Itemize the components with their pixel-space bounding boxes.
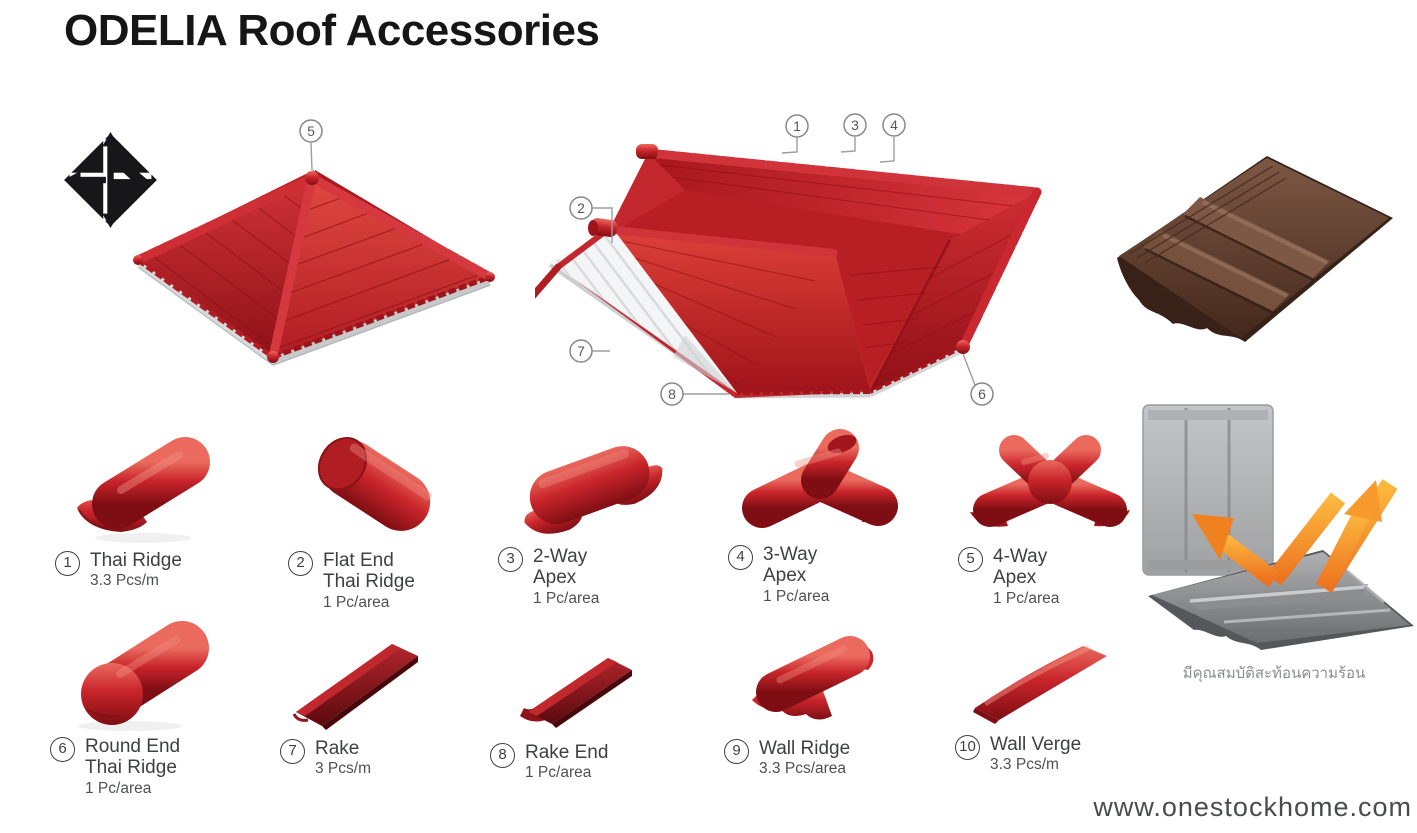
accessory-item-flat-end-thai-ridge: 2 Flat End Thai Ridge 1 Pc/area	[288, 428, 512, 611]
roof-main-face	[648, 153, 1037, 235]
callout-8-label: 8	[668, 386, 676, 402]
item-name: Wall Ridge	[759, 738, 851, 759]
wall-verge-illustration	[973, 645, 1107, 724]
ridge-caps	[610, 148, 1042, 352]
item-number-badge: 5	[958, 547, 983, 572]
callout-2-label: 2	[577, 200, 585, 216]
four-way-apex-illustration	[970, 435, 1130, 527]
item-name: 2-Way	[533, 546, 588, 567]
item-number-badge: 7	[280, 739, 305, 764]
roof-face-right	[273, 178, 490, 357]
callout-6-label: 6	[978, 386, 986, 402]
accessory-item-round-end-thai-ridge: 6 Round End Thai Ridge 1 Pc/area	[50, 614, 274, 797]
item-qty: 1 Pc/area	[525, 764, 592, 782]
item-qty: 1 Pc/area	[533, 589, 600, 607]
brown-tile-illustration	[1117, 156, 1393, 342]
accessory-item-4-way-apex: 5 4-Way Apex 1 Pc/area	[958, 424, 1182, 607]
item-number-badge: 3	[498, 547, 523, 572]
accessory-item-wall-verge: 10 Wall Verge 3.3 Pcs/m	[955, 612, 1179, 774]
heat-reflect-caption: มีคุณสมบัติสะท้อนความร้อน	[1182, 665, 1366, 682]
item-name-line2: Thai Ridge	[85, 757, 177, 779]
complex-roof-illustration: 1 3 4 2 7 8 6	[535, 113, 1042, 406]
website-link[interactable]: www.onestockhome.com	[1093, 792, 1412, 822]
brand-logo	[64, 131, 157, 229]
item-number-badge: 4	[728, 545, 753, 570]
item-name-line2: Apex	[763, 565, 807, 587]
item-name: Thai Ridge	[90, 550, 182, 571]
item-name-line2: Thai Ridge	[323, 571, 415, 593]
page-title: ODELIA Roof Accessories	[64, 6, 600, 55]
apex-finial	[305, 171, 319, 185]
item-number-badge: 8	[490, 743, 515, 768]
accessory-item-wall-ridge: 9 Wall Ridge 3.3 Pcs/area	[724, 616, 948, 778]
item-number-badge: 9	[724, 739, 749, 764]
heat-reflection-arrows	[1192, 479, 1398, 593]
roof-hip-face	[870, 192, 1037, 392]
item-name: Rake	[315, 738, 360, 759]
item-qty: 3.3 Pcs/m	[990, 756, 1059, 774]
roof-callout-badges: 1 3 4 2 7 8 6	[569, 113, 994, 406]
round-end-thai-ridge-illustration	[78, 621, 209, 731]
accessory-item-rake: 7 Rake 3 Pcs/m	[280, 616, 504, 778]
gray-tile-back	[1142, 404, 1274, 576]
rake-end-illustration	[520, 658, 632, 728]
rake-illustration	[292, 644, 418, 730]
item-qty: 1 Pc/area	[85, 779, 152, 797]
roof-wing-face	[614, 230, 870, 393]
flat-end-ridge-piece	[590, 218, 618, 237]
callout-5: 5	[299, 119, 323, 171]
three-way-apex-illustration	[742, 429, 898, 528]
wall-ridge-illustration	[752, 636, 874, 720]
callout-4-label: 4	[890, 117, 898, 133]
thai-ridge-illustration	[77, 437, 210, 543]
item-name: 4-Way	[993, 546, 1048, 567]
item-qty: 3 Pcs/m	[315, 760, 371, 778]
item-number-badge: 2	[288, 551, 313, 576]
roof-callouts	[592, 137, 976, 395]
item-qty: 1 Pc/area	[763, 587, 830, 605]
diamond-arrows-icon	[64, 131, 157, 229]
round-end-piece	[956, 340, 970, 354]
hip-ridge-caps	[133, 173, 495, 362]
callout-1-label: 1	[793, 118, 801, 134]
item-qty: 1 Pc/area	[993, 589, 1060, 607]
flat-end-thai-ridge-illustration	[317, 437, 432, 531]
item-number-badge: 1	[55, 551, 80, 576]
item-qty: 3.3 Pcs/m	[90, 572, 159, 590]
item-qty: 1 Pc/area	[323, 593, 390, 611]
item-number-badge: 6	[50, 737, 75, 762]
accessory-item-rake-end: 8 Rake End 1 Pc/area	[490, 620, 714, 782]
accessory-item-thai-ridge: 1 Thai Ridge 3.3 Pcs/m	[55, 428, 279, 590]
item-name: Round End	[85, 736, 181, 757]
item-number-badge: 10	[955, 735, 980, 760]
gray-tile-front	[1148, 550, 1414, 650]
item-qty: 3.3 Pcs/area	[759, 760, 847, 778]
item-name: 3-Way	[763, 544, 818, 565]
item-name: Flat End	[323, 550, 394, 571]
item-name: Rake End	[525, 742, 609, 763]
callout-5-label: 5	[307, 123, 315, 139]
hip-roof-illustration: 5	[133, 119, 495, 366]
accessory-item-2-way-apex: 3 2-Way Apex 1 Pc/area	[498, 424, 722, 607]
item-name-line2: Apex	[993, 567, 1037, 589]
item-name: Wall Verge	[990, 734, 1082, 755]
heat-reflective-tile-illustration	[1142, 404, 1414, 650]
callout-7-label: 7	[577, 343, 585, 359]
callout-3-label: 3	[851, 117, 859, 133]
accessory-item-3-way-apex: 4 3-Way Apex 1 Pc/area	[728, 422, 952, 605]
two-way-apex-illustration	[524, 446, 663, 534]
item-name-line2: Apex	[533, 567, 577, 589]
